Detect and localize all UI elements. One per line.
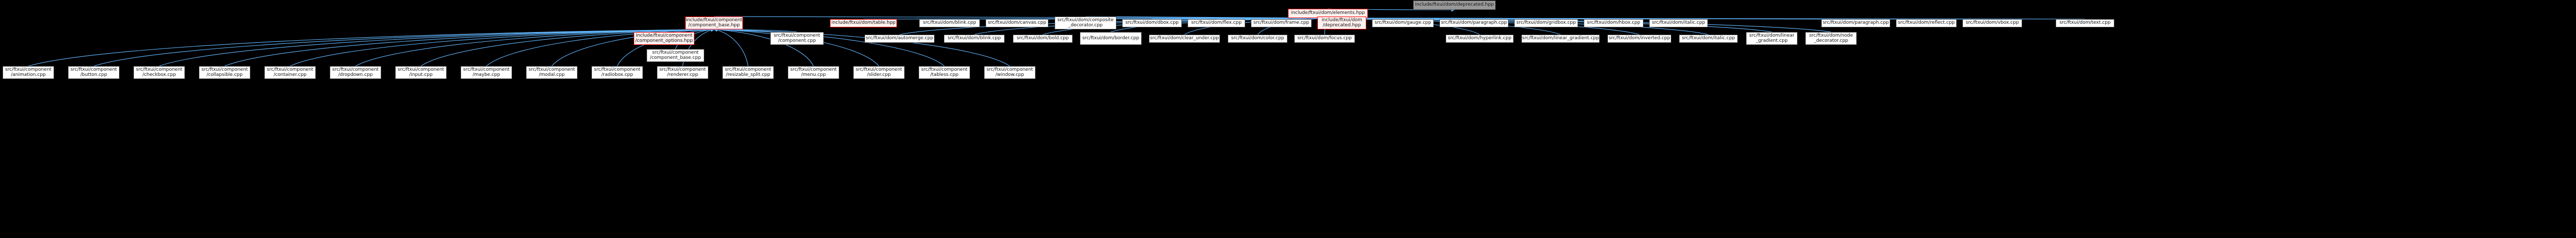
graph-node[interactable]: src/ftxui/component /input.cpp [395, 66, 447, 79]
graph-node[interactable]: include/ftxui/dom /deprecated.hpp [1317, 17, 1366, 29]
graph-node[interactable]: src/ftxui/dom/blink.cpp [919, 19, 980, 27]
graph-node[interactable]: src/ftxui/component /collapsible.cpp [199, 66, 250, 79]
graph-node[interactable]: src/ftxui/component /modal.cpp [526, 66, 578, 79]
graph-node[interactable]: src/ftxui/component /component.cpp [770, 32, 824, 45]
graph-node[interactable]: src/ftxui/dom/clear_under.cpp [1149, 35, 1220, 43]
graph-node[interactable]: src/ftxui/dom/linear_gradient.cpp [1521, 35, 1600, 43]
graph-node[interactable]: src/ftxui/dom/italic.cpp [1649, 19, 1708, 27]
graph-edge [714, 28, 749, 67]
graph-node[interactable]: src/ftxui/dom/gridbox.cpp [1514, 19, 1578, 27]
graph-node[interactable]: src/ftxui/dom/bold.cpp [1013, 35, 1073, 43]
graph-node[interactable]: include/ftxui/dom/deprecated.hpp [1413, 1, 1496, 10]
graph-node[interactable]: src/ftxui/dom/reflect.cpp [1896, 19, 1957, 27]
graph-node[interactable]: src/ftxui/dom/border.cpp [1080, 32, 1142, 45]
graph-node[interactable]: src/ftxui/component /maybe.cpp [461, 66, 512, 79]
graph-node[interactable]: src/ftxui/dom/frame.cpp [1251, 19, 1312, 27]
graph-node[interactable]: include/ftxui/component /component_optio… [634, 32, 694, 45]
graph-node[interactable]: src/ftxui/dom/hyperlink.cpp [1446, 35, 1514, 43]
graph-edge [159, 27, 715, 67]
graph-node[interactable]: src/ftxui/dom/node _decorator.cpp [1805, 32, 1857, 45]
graph-node[interactable]: src/ftxui/dom/flex.cpp [1188, 19, 1245, 27]
graph-node[interactable]: src/ftxui/component /checkbox.cpp [133, 66, 185, 79]
graph-node[interactable]: src/ftxui/component /slider.cpp [853, 66, 905, 79]
graph-node[interactable]: src/ftxui/dom/composite _decorator.cpp [1055, 17, 1116, 29]
graph-node[interactable]: src/ftxui/dom/canvas.cpp [986, 19, 1048, 27]
graph-node[interactable]: src/ftxui/dom/paragraph.cpp [1821, 19, 1890, 27]
graph-node[interactable]: src/ftxui/component /menu.cpp [788, 66, 839, 79]
graph-node[interactable]: src/ftxui/dom/italic.cpp [1679, 35, 1738, 43]
graph-node[interactable]: src/ftxui/component /window.cpp [984, 66, 1036, 79]
graph-node[interactable]: src/ftxui/dom/text.cpp [2056, 19, 2114, 27]
graph-node[interactable]: src/ftxui/component /container.cpp [264, 66, 316, 79]
graph-node[interactable]: src/ftxui/dom/linear _gradient.cpp [1746, 32, 1798, 45]
graph-node[interactable]: src/ftxui/dom/blink.cpp [944, 35, 1005, 43]
graph-node[interactable]: src/ftxui/component /component_base.cpp [647, 49, 704, 62]
graph-node[interactable]: src/ftxui/dom/gauge.cpp [1372, 19, 1434, 27]
graph-node[interactable]: src/ftxui/dom/focus.cpp [1294, 35, 1355, 43]
graph-node[interactable]: src/ftxui/dom/color.cpp [1228, 35, 1287, 43]
graph-edge [28, 27, 715, 67]
graph-node[interactable]: src/ftxui/dom/vbox.cpp [1962, 19, 2022, 27]
graph-node[interactable]: src/ftxui/dom/dbox.cpp [1122, 19, 1182, 27]
graph-node[interactable]: include/ftxui/component /component_base.… [685, 17, 743, 29]
graph-node[interactable]: src/ftxui/dom/hbox.cpp [1584, 19, 1643, 27]
graph-node[interactable]: src/ftxui/component /renderer.cpp [657, 66, 708, 79]
graph-node[interactable]: src/ftxui/component /tabless.cpp [919, 66, 970, 79]
graph-node[interactable]: src/ftxui/dom/inverted.cpp [1607, 35, 1671, 43]
graph-node[interactable]: src/ftxui/component /button.cpp [68, 66, 120, 79]
graph-node[interactable]: src/ftxui/component /radiobox.cpp [591, 66, 643, 79]
graph-node[interactable]: src/ftxui/dom/automerge.cpp [865, 35, 935, 43]
graph-node[interactable]: include/ftxui/dom/table.hpp [830, 19, 897, 27]
graph-edge [714, 16, 1329, 20]
graph-edge [93, 27, 715, 67]
graph-node[interactable]: src/ftxui/component /dropdown.cpp [330, 66, 381, 79]
graph-node[interactable]: src/ftxui/dom/paragraph.cpp [1439, 19, 1509, 27]
graph-node[interactable]: src/ftxui/component /animation.cpp [3, 66, 54, 79]
graph-node[interactable]: src/ftxui/component /resizable_split.cpp [722, 66, 774, 79]
